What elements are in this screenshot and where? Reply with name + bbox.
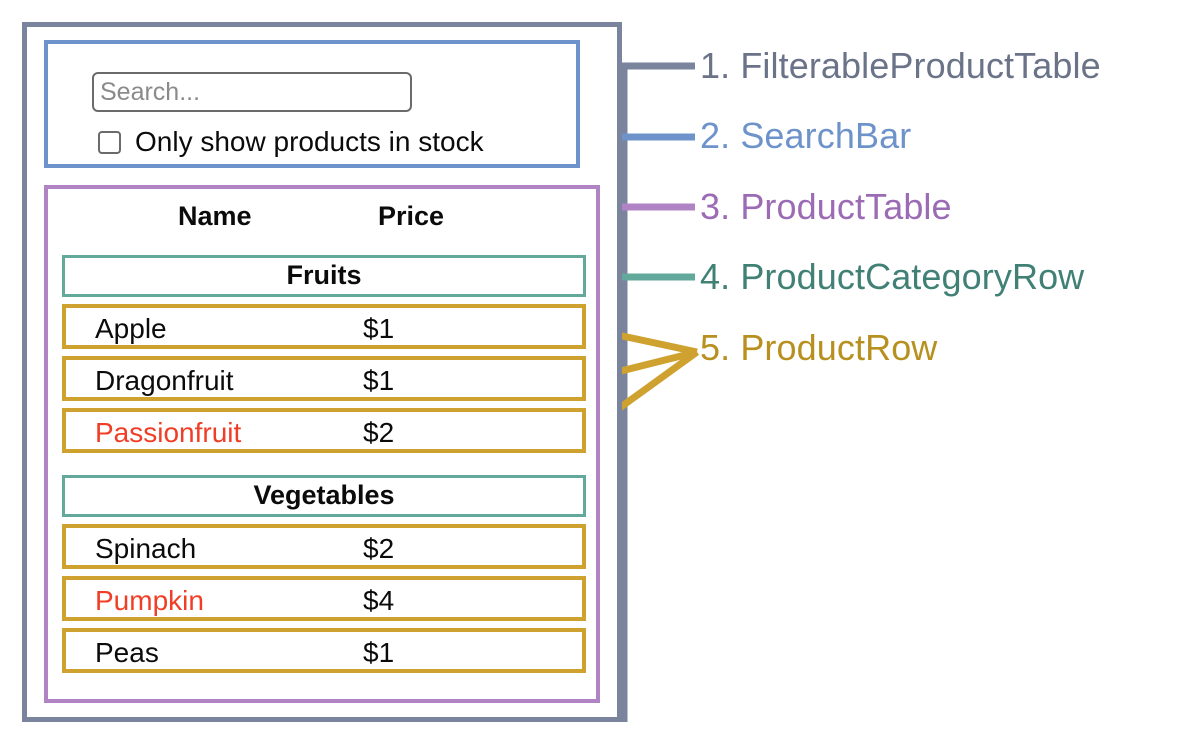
- product-row[interactable]: Spinach $2: [62, 524, 586, 569]
- product-category-row: Fruits: [62, 255, 586, 297]
- product-price: $2: [363, 533, 395, 564]
- product-price: $1: [363, 637, 395, 668]
- product-table: Name Price Fruits Apple $1 Dragonfruit $…: [44, 185, 600, 703]
- annotation-label-product-category-row: 4. ProductCategoryRow: [700, 256, 1085, 297]
- annotation-label-filterable-product-table: 1. FilterableProductTable: [700, 45, 1101, 86]
- product-row[interactable]: Dragonfruit $1: [62, 356, 586, 401]
- column-header-price: Price: [378, 201, 445, 231]
- product-name: Spinach: [95, 533, 197, 564]
- annotation-label-search-bar: 2. SearchBar: [700, 115, 912, 156]
- product-row[interactable]: Peas $1: [62, 628, 586, 673]
- product-row[interactable]: Passionfruit $2: [62, 408, 586, 453]
- category-group-spacer: [62, 460, 586, 475]
- product-name: Passionfruit: [95, 417, 242, 448]
- search-input[interactable]: [92, 72, 412, 112]
- column-header-name: Name: [178, 201, 252, 231]
- product-name: Apple: [95, 313, 167, 344]
- search-bar: Only show products in stock: [44, 40, 580, 168]
- product-table-header-row: Name Price: [48, 197, 596, 249]
- only-in-stock-label: Only show products in stock: [135, 126, 484, 157]
- product-table-body: Fruits Apple $1 Dragonfruit $1 Passionfr…: [62, 255, 586, 680]
- product-row[interactable]: Pumpkin $4: [62, 576, 586, 621]
- product-category-label: Fruits: [286, 259, 362, 290]
- product-name: Dragonfruit: [95, 365, 234, 396]
- product-category-row: Vegetables: [62, 475, 586, 517]
- annotation-label-product-row: 5. ProductRow: [700, 327, 938, 368]
- product-price: $1: [363, 313, 395, 344]
- product-name: Peas: [95, 637, 159, 668]
- product-price: $2: [363, 417, 395, 448]
- product-category-label: Vegetables: [253, 479, 395, 510]
- product-price: $4: [363, 585, 395, 616]
- annotation-label-product-table: 3. ProductTable: [700, 186, 952, 227]
- product-name: Pumpkin: [95, 585, 204, 616]
- product-row[interactable]: Apple $1: [62, 304, 586, 349]
- only-in-stock-checkbox[interactable]: [98, 130, 121, 154]
- product-price: $1: [363, 365, 395, 396]
- stock-filter-row[interactable]: Only show products in stock: [98, 128, 484, 156]
